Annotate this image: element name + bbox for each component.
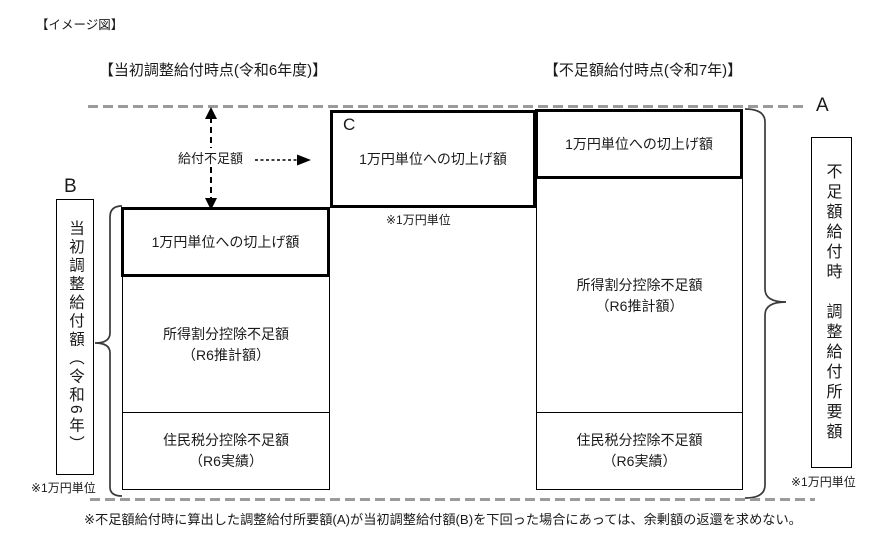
initial-benefit-amount-box: 当初調整給付額（令和6年） xyxy=(56,199,94,475)
header-initial-payment: 【当初調整給付時点(令和6年度)】 xyxy=(98,62,328,79)
left-income-line1: 所得割分控除不足額 xyxy=(163,325,289,342)
b-box-unit-note: ※1万円単位 xyxy=(31,481,96,495)
right-resident-shortfall-section: 住民税分控除不足額 （R6実績） xyxy=(537,413,742,489)
right-resident-line2: （R6実績） xyxy=(602,453,677,469)
label-b: B xyxy=(64,176,77,197)
right-section-divider xyxy=(537,411,742,413)
footnote: ※不足額給付時に算出した調整給付所要額(A)が当初調整給付額(B)を下回った場合… xyxy=(84,512,802,527)
left-income-shortfall-section: 所得割分控除不足額 （R6推計額） xyxy=(123,277,329,412)
right-brace xyxy=(744,108,787,499)
left-brace xyxy=(94,205,123,497)
left-income-line2: （R6推計額） xyxy=(182,346,270,363)
right-income-shortfall-section: 所得割分控除不足額 （R6推計額） xyxy=(537,179,742,413)
right-income-line2: （R6推計額） xyxy=(595,298,684,314)
left-resident-line2: （R6実績） xyxy=(189,452,263,469)
c-box-unit-note: ※1万円単位 xyxy=(386,213,451,227)
required-benefit-amount-box: 不足額給付時 調整給付所要額 xyxy=(811,137,852,468)
left-resident-shortfall-section: 住民税分控除不足額 （R6実績） xyxy=(123,413,329,488)
right-resident-line1: 住民税分控除不足額 xyxy=(576,432,703,448)
c-rounding-box-label: 1万円単位への切上げ額 xyxy=(359,150,507,167)
shortfall-gap-label: 給付不足額 xyxy=(176,148,246,167)
top-reference-dashed-line xyxy=(88,105,808,108)
label-c: C xyxy=(343,115,356,134)
right-rounding-section: 1万円単位への切上げ額 xyxy=(535,109,743,179)
diagram-title: 【イメージ図】 xyxy=(36,18,124,32)
initial-payment-column: 1万円単位への切上げ額 所得割分控除不足額 （R6推計額） 住民税分控除不足額 … xyxy=(121,207,330,490)
a-box-unit-note: ※1万円単位 xyxy=(791,475,856,489)
c-rounding-box: C 1万円単位への切上げ額 xyxy=(330,110,536,208)
left-rounding-section: 1万円単位への切上げ額 xyxy=(121,207,330,277)
header-shortfall-payment: 【不足額給付時点(令和7年)】 xyxy=(543,62,743,79)
left-resident-line1: 住民税分控除不足額 xyxy=(163,431,289,448)
shortfall-payment-column: 1万円単位への切上げ額 所得割分控除不足額 （R6推計額） 住民税分控除不足額 … xyxy=(535,109,743,490)
left-section-divider xyxy=(123,411,329,413)
right-income-line1: 所得割分控除不足額 xyxy=(576,277,703,293)
bottom-reference-dashed-line xyxy=(90,498,815,501)
label-a: A xyxy=(816,95,829,116)
pointer-arrow-to-c xyxy=(255,154,311,166)
